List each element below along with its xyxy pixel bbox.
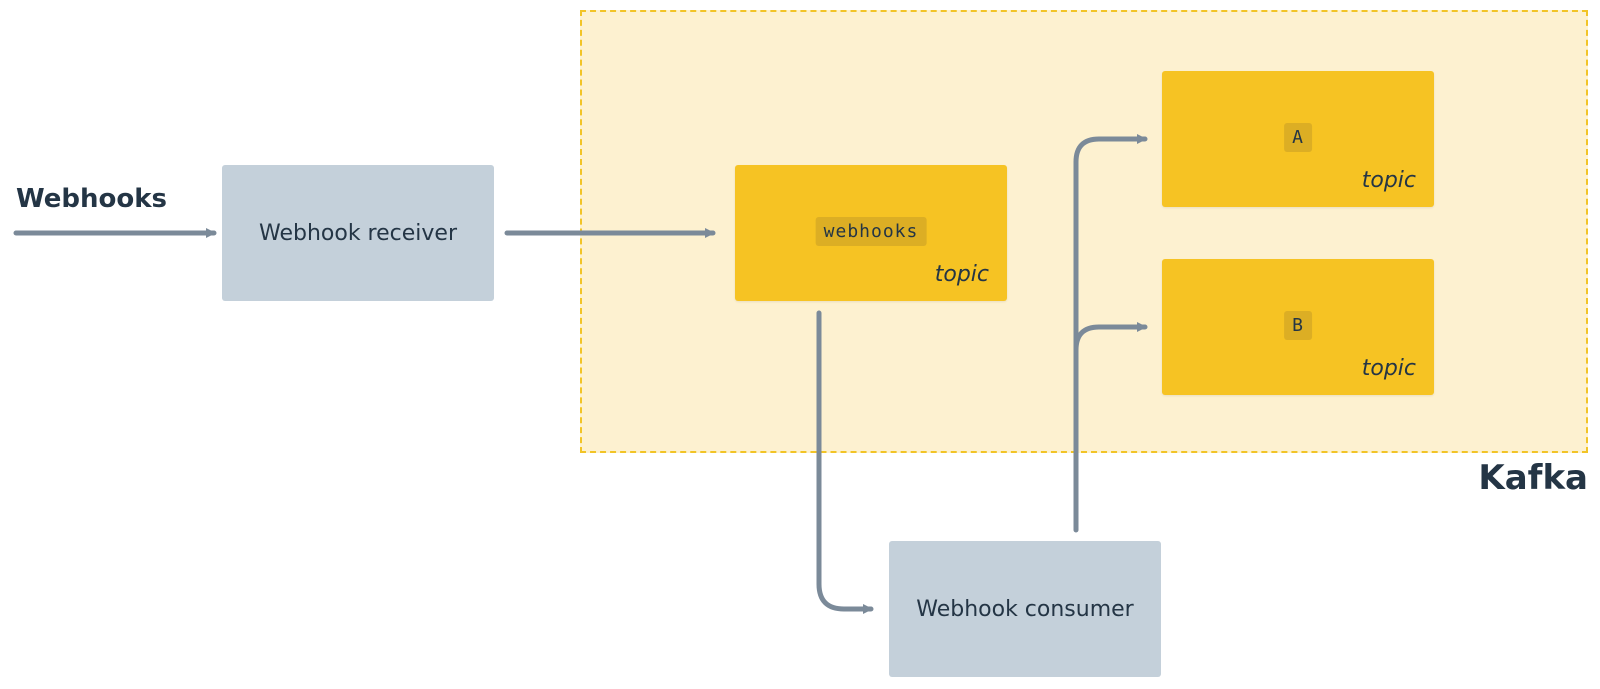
- webhooks-input-label: Webhooks: [16, 184, 167, 214]
- topic-b-kind: topic: [1361, 356, 1416, 381]
- webhooks-topic-name: webhooks: [815, 217, 927, 246]
- kafka-cluster-label: Kafka: [1478, 458, 1588, 498]
- edge-webhooks-topic-to-consumer: [816, 310, 874, 614]
- topic-a-node[interactable]: A topic: [1162, 71, 1434, 207]
- topic-b-node[interactable]: B topic: [1162, 259, 1434, 395]
- topic-a-name: A: [1284, 123, 1312, 152]
- topic-b-name: B: [1284, 311, 1312, 340]
- edge-consumer-to-topic-a: [1073, 134, 1148, 533]
- topic-a-kind: topic: [1361, 168, 1416, 193]
- edge-consumer-to-topic-b: [1073, 322, 1148, 353]
- webhooks-topic-node[interactable]: webhooks topic: [735, 165, 1007, 301]
- webhook-consumer-node[interactable]: Webhook consumer: [889, 541, 1161, 677]
- webhook-consumer-label: Webhook consumer: [916, 596, 1134, 622]
- webhook-receiver-node[interactable]: Webhook receiver: [222, 165, 494, 301]
- webhook-receiver-label: Webhook receiver: [259, 220, 457, 246]
- webhooks-topic-kind: topic: [934, 262, 989, 287]
